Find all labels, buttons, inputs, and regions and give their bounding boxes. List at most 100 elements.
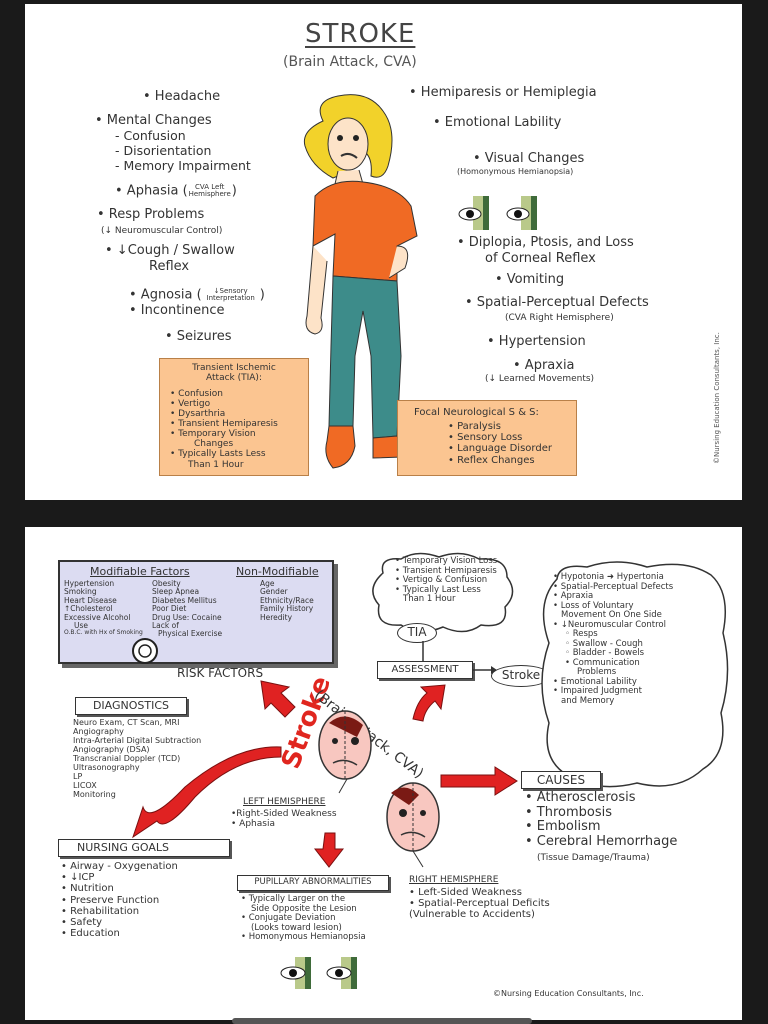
visual-note: (Homonymous Hemianopsia) [457, 167, 574, 176]
list-item: LP [73, 771, 83, 781]
list-item: Movement On One Side [561, 610, 662, 621]
scrollbar-indicator[interactable] [232, 1018, 532, 1024]
symptom-cough-2: Reflex [149, 259, 190, 274]
symptom-diplopia-2: of Corneal Reflex [485, 251, 596, 266]
footer-copyright: ©Nursing Education Consultants, Inc. [493, 989, 644, 998]
resp-note: (↓ Neuromuscular Control) [101, 226, 223, 236]
list-item: • Vertigo [170, 399, 211, 410]
list-item: • Language Disorder [448, 443, 552, 455]
list-item: ◦ Swallow - Cough [565, 638, 643, 649]
list-item: • Rehabilitation [61, 905, 140, 917]
list-item: Hypertension [64, 579, 115, 588]
list-item: • Apraxia [553, 591, 594, 602]
symptom-resp: • Resp Problems [97, 207, 205, 222]
tia-box: Transient Ischemic Attack (TIA): • Confu… [159, 358, 309, 476]
assessment-box: ASSESSMENT [377, 661, 473, 679]
list-item: • Typically Larger on the [241, 894, 346, 904]
list-item: • Communication [565, 657, 640, 668]
symptom-diplopia: • Diplopia, Ptosis, and Loss [457, 235, 634, 250]
list-item: • Left-Sided Weakness [409, 887, 522, 898]
list-item: and Memory [561, 695, 615, 706]
list-item: (Looks toward lesion) [251, 922, 342, 933]
list-item: • Cerebral Hemorrhage [525, 833, 678, 849]
list-item: Drug Use: Cocaine [152, 612, 222, 622]
list-item: Smoking [64, 587, 97, 597]
brain-faces-illustration [318, 710, 440, 868]
diagnostics-title: DIAGNOSTICS [92, 699, 170, 712]
list-item: Gender [260, 587, 288, 597]
symptom-mental-sub: - Confusion [115, 128, 186, 143]
diagnostics-list: Neuro Exam, CT Scan, MRI Angiography Int… [73, 718, 202, 800]
list-item: Ethnicity/Race [260, 595, 314, 605]
list-item: Neuro Exam, CT Scan, MRI [73, 718, 180, 727]
symptom-mental: • Mental Changes [95, 113, 212, 128]
list-item: • Temporary Vision Loss [395, 556, 498, 566]
list-item: • Embolism [525, 819, 601, 835]
copyright-text: ©Nursing Education Consultants, Inc. [713, 332, 721, 464]
assessment-connector-arrows [422, 641, 497, 674]
causes-title-box: CAUSES [521, 771, 601, 789]
modifiable-list-1: Hypertension Smoking Heart Disease ↑Chol… [64, 579, 143, 637]
clock-icon [132, 638, 158, 664]
list-item: • Vertigo & Confusion [395, 575, 488, 586]
stroke-card-bottom: Modifiable Factors Non-Modifiable Hypert… [25, 527, 742, 1020]
list-item: Problems [577, 667, 617, 678]
list-item: ◦ Bladder - Bowels [565, 648, 645, 659]
tia-box-title: Transient Ischemic Attack (TIA): [192, 363, 276, 384]
diagnostics-title-box: DIAGNOSTICS [75, 697, 187, 715]
list-item: • Paralysis [448, 421, 501, 432]
causes-list: • Atherosclerosis • Thrombosis • Embolis… [525, 790, 678, 849]
arrow-to-assessment-icon [412, 684, 446, 722]
list-item: • Loss of Voluntary [553, 600, 634, 611]
list-item: • Temporary Vision [170, 429, 256, 440]
symptom-agnosia: • Agnosia (↓Sensory Interpretation) [129, 287, 265, 303]
list-item: • Safety [61, 916, 103, 928]
red-arrows-layer [132, 680, 518, 868]
list-item: Intra-Arterial Digital Subtraction [73, 735, 202, 745]
tia-cloud-shape [372, 552, 514, 633]
stroke-patient-figure [303, 94, 432, 469]
risk-factors-box: Modifiable Factors Non-Modifiable Hypert… [58, 560, 334, 664]
list-item: • Thrombosis [525, 804, 613, 820]
list-item: • ↓Neuromuscular Control [553, 619, 666, 630]
list-item: • Aphasia [231, 819, 275, 830]
list-item: • Sensory Loss [448, 432, 523, 444]
list-item: • Preserve Function [61, 894, 160, 906]
risk-factors-label: RISK FACTORS [177, 666, 264, 680]
symptom-hemiparesis: • Hemiparesis or Hemiplegia [409, 85, 597, 100]
modifiable-list-2: Obesity Sleep Apnea Diabetes Mellitus Po… [152, 579, 222, 639]
list-item: • Impaired Judgment [553, 686, 643, 697]
symptom-apraxia: • Apraxia [513, 358, 575, 373]
list-item: • Hypotonia ➜ Hypertonia [553, 572, 664, 582]
right-hemisphere-title: RIGHT HEMISPHERE [409, 875, 499, 885]
list-item: • Spatial-Perceptual Deficits [409, 898, 550, 910]
list-item: • Typically Lasts Less [170, 449, 266, 460]
causes-title: CAUSES [536, 773, 586, 787]
assessment-label: ASSESSMENT [391, 664, 459, 675]
page-subtitle: (Brain Attack, CVA) [283, 54, 417, 70]
list-item: Heredity [260, 612, 293, 622]
aphasia-label: • Aphasia ( [115, 183, 188, 199]
stroke-card-top: STROKE (Brain Attack, CVA) • Headache • … [25, 4, 742, 500]
list-item: Diabetes Mellitus [152, 595, 217, 605]
left-hemisphere-list: •Right-Sided Weakness • Aphasia [231, 809, 337, 829]
agnosia-label: • Agnosia ( [129, 287, 202, 303]
tia-oval: TIA [397, 623, 437, 643]
stroke-oval-label: Stroke [501, 668, 541, 682]
list-item: ↑Cholesterol [64, 604, 113, 614]
list-item: • Education [61, 928, 120, 940]
list-item: • Dysarthria [170, 409, 226, 420]
focal-box-title: Focal Neurological S & S: [414, 407, 539, 418]
list-item: • ↓ICP [61, 872, 95, 884]
list-item: Monitoring [73, 789, 116, 799]
list-item: Lack of [152, 620, 179, 630]
symptom-spatial: • Spatial-Perceptual Defects [465, 295, 649, 310]
assessment-cloud-shape [541, 561, 729, 788]
arrow-to-risk-icon [260, 680, 296, 718]
causes-note: (Tissue Damage/Trauma) [537, 853, 650, 863]
list-item: Angiography (DSA) [73, 744, 150, 754]
assessment-cloud-list: • Hypotonia ➜ Hypertonia • Spatial-Perce… [553, 572, 673, 706]
list-item: • Conjugate Deviation [241, 913, 336, 924]
symptom-vomiting: • Vomiting [495, 272, 565, 287]
right-hemisphere-list: • Left-Sided Weakness • Spatial-Perceptu… [409, 887, 550, 921]
